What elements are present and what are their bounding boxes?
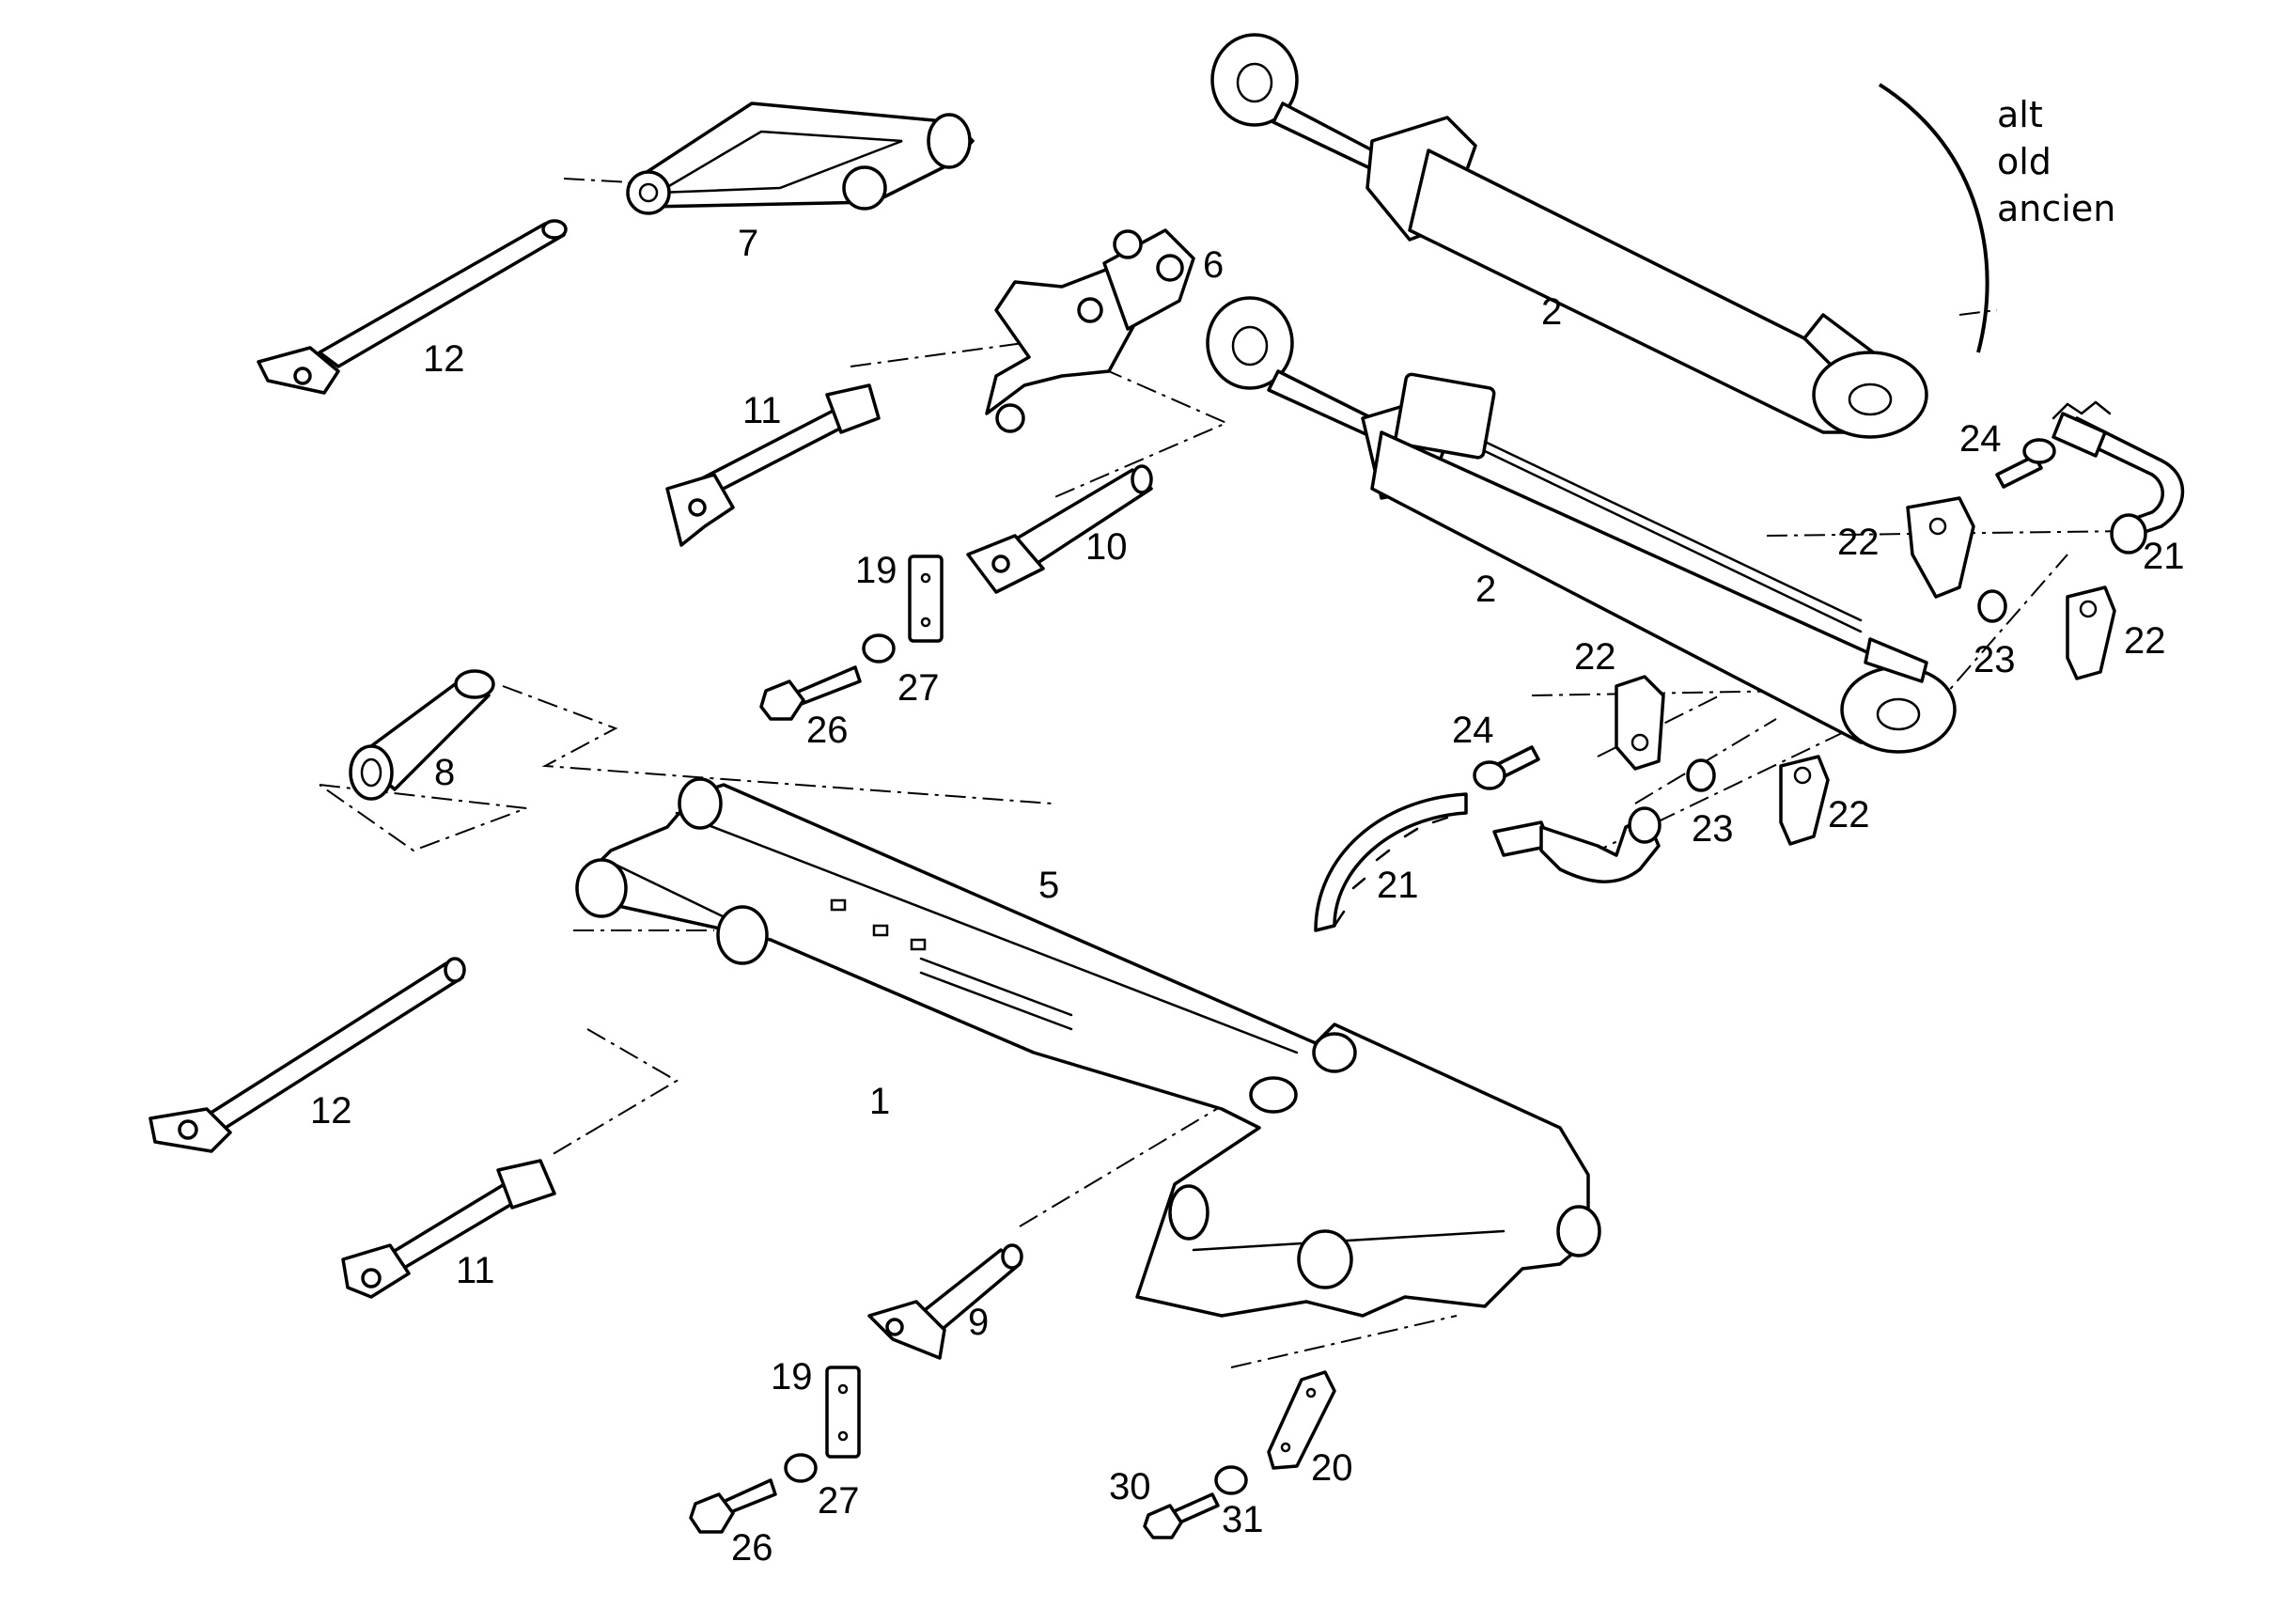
part-19-plate-lower — [825, 1366, 861, 1459]
callout-labels: 7 12 6 11 10 19 27 26 8 5 1 12 11 9 19 2… — [310, 223, 2185, 1569]
part-20-plate — [1267, 1370, 1336, 1470]
part-21-pipe-upper — [2052, 400, 2185, 554]
part-2-cylinder-new — [1206, 296, 1957, 754]
callout-5: 5 — [1038, 865, 1059, 906]
callout-22-upper-left: 22 — [1837, 522, 1880, 563]
part-10-pin — [966, 464, 1153, 594]
part-9-pin — [867, 1243, 1023, 1360]
callout-7: 7 — [738, 223, 758, 264]
note-ancien: ancien — [1997, 188, 2115, 229]
part-30-bolt — [1143, 1492, 1220, 1539]
callout-26-lower: 26 — [731, 1527, 773, 1569]
callout-21-lower: 21 — [1377, 865, 1419, 906]
callout-8: 8 — [434, 752, 455, 793]
callout-23-upper: 23 — [1974, 639, 2016, 680]
part-2-cylinder-old — [1210, 33, 1928, 439]
callout-2-old: 2 — [1541, 291, 1562, 333]
part-12-pin-lower — [148, 957, 466, 1153]
callout-24-upper: 24 — [1959, 418, 2002, 460]
part-22-clamp-lower-upper — [1615, 675, 1665, 771]
part-31-washer — [1214, 1465, 1248, 1495]
callout-19-upper: 19 — [855, 550, 897, 591]
part-22-clamp-upper-right — [2066, 586, 2116, 680]
part-27-washer-lower — [784, 1453, 818, 1483]
callout-22-lower-lower: 22 — [1828, 794, 1870, 835]
part-24-screw-upper — [1995, 438, 2056, 489]
part-11-bolt-upper — [665, 383, 881, 547]
note-old: old — [1997, 141, 2052, 182]
part-21-pipe-lower — [1314, 792, 1662, 932]
callout-26-upper: 26 — [806, 710, 849, 751]
callout-12-lower: 12 — [310, 1090, 352, 1132]
callout-12-upper: 12 — [423, 338, 465, 380]
callout-6: 6 — [1203, 244, 1224, 286]
callout-24-lower: 24 — [1452, 710, 1494, 751]
callout-11-lower: 11 — [456, 1250, 495, 1291]
callout-23-lower: 23 — [1692, 808, 1734, 850]
callout-22-upper-right: 22 — [2124, 620, 2166, 662]
callout-27-lower: 27 — [818, 1480, 860, 1522]
callout-10: 10 — [1085, 526, 1128, 568]
callout-20: 20 — [1311, 1447, 1353, 1489]
part-1-boom — [575, 777, 1601, 1318]
part-27-washer-upper — [862, 633, 896, 664]
callout-27-upper: 27 — [897, 667, 940, 709]
note-alt: alt — [1997, 94, 2043, 135]
part-23-oring-lower — [1686, 758, 1716, 792]
callout-9: 9 — [968, 1302, 989, 1343]
part-22-clamp-upper-left — [1906, 496, 1975, 599]
callout-19-lower: 19 — [771, 1356, 813, 1398]
part-24-screw-lower — [1473, 745, 1540, 790]
callout-21-upper: 21 — [2143, 536, 2185, 577]
callout-30: 30 — [1109, 1466, 1151, 1507]
part-8-bushing — [349, 669, 495, 801]
part-6-bracket — [985, 228, 1195, 433]
part-11-bolt-lower — [341, 1159, 556, 1299]
part-26-bolt-upper — [759, 665, 862, 721]
callout-11-upper: 11 — [742, 390, 782, 431]
part-12-pin-upper — [257, 219, 568, 395]
callout-2-new: 2 — [1475, 569, 1496, 610]
part-26-bolt-lower — [689, 1478, 777, 1534]
part-22-clamp-lower-lower — [1779, 755, 1830, 846]
old-version-note: alt old ancien — [1997, 94, 2115, 229]
callout-31: 31 — [1222, 1499, 1264, 1540]
part-7-link — [626, 102, 975, 215]
callout-1: 1 — [869, 1081, 890, 1122]
part-23-oring-upper — [1977, 589, 2007, 623]
part-19-plate-upper — [908, 554, 944, 643]
callout-22-lower-upper: 22 — [1574, 636, 1616, 678]
old-version-arc — [1878, 83, 1989, 353]
